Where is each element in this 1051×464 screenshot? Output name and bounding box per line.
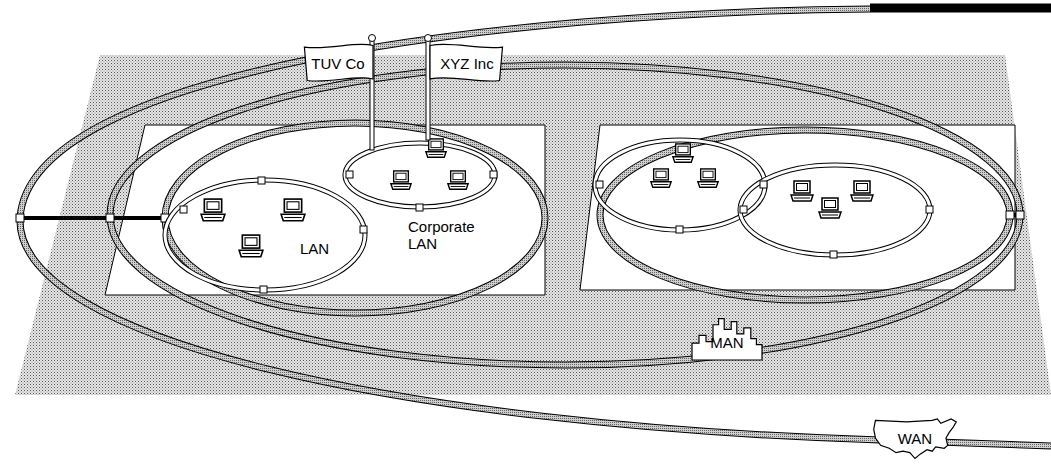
junction-box <box>180 171 933 293</box>
flag-pole <box>369 35 432 151</box>
site-plot <box>105 125 545 295</box>
node-text: XYZ Inc <box>440 55 493 72</box>
corporate-ring <box>165 123 1010 313</box>
company-flag: XYZ Inc <box>430 44 504 82</box>
wan-loop <box>20 8 1051 446</box>
node-text: WAN <box>898 430 932 447</box>
lan-ring <box>165 140 930 290</box>
us-map: WAN <box>872 416 958 460</box>
network-label: LAN <box>298 240 331 257</box>
company-flag: TUV Co <box>303 44 373 82</box>
node-text: TUV Co <box>311 55 364 72</box>
network-label: Corporate LAN <box>406 218 480 252</box>
man-ring <box>110 65 1020 365</box>
computer-icon <box>201 139 873 257</box>
node-text: MAN <box>710 334 743 351</box>
city-skyline: MAN <box>692 314 762 360</box>
